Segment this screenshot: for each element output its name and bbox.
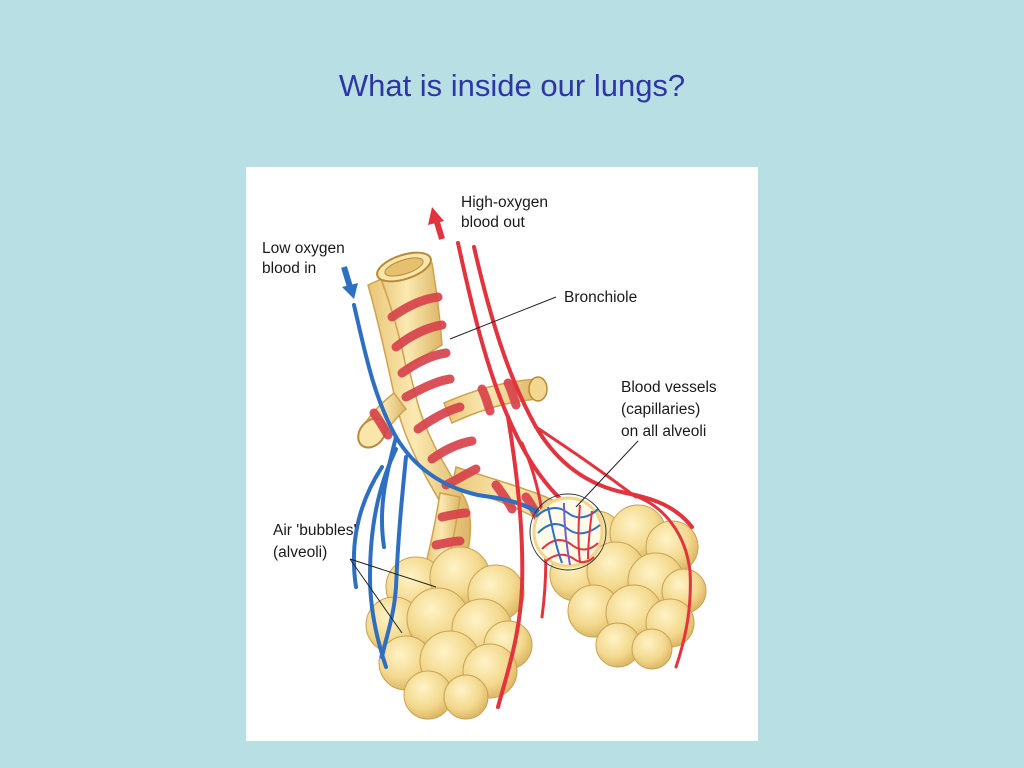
label-blood-vessels-line3: on all alveoli	[621, 423, 706, 440]
blue-vessels	[351, 303, 548, 669]
label-low-oxygen-line1: Low oxygen	[262, 240, 345, 257]
lung-diagram-panel: High-oxygen blood out Low oxygen blood i…	[246, 167, 758, 741]
label-blood-vessels-line1: Blood vessels	[621, 379, 717, 396]
alveoli-cluster-right	[549, 504, 707, 670]
label-high-oxygen-line2: blood out	[461, 214, 525, 231]
slide-title: What is inside our lungs?	[338, 68, 686, 103]
alveoli-cluster-left	[365, 546, 533, 720]
capillary-net	[529, 493, 607, 571]
arrow-low-oxygen-in	[341, 266, 358, 299]
label-blood-vessels-line2: (capillaries)	[621, 401, 700, 418]
label-alveoli-line2: (alveoli)	[273, 544, 327, 561]
label-high-oxygen-line1: High-oxygen	[461, 194, 548, 211]
label-bronchiole: Bronchiole	[564, 289, 637, 306]
label-low-oxygen-line2: blood in	[262, 260, 316, 277]
label-alveoli-line1: Air 'bubbles'	[273, 522, 357, 539]
arrow-high-oxygen-out	[428, 207, 445, 240]
leader-lines	[349, 296, 639, 634]
bronchiole-tree	[357, 251, 585, 579]
alveoli-diagram: High-oxygen blood out Low oxygen blood i…	[262, 194, 717, 720]
